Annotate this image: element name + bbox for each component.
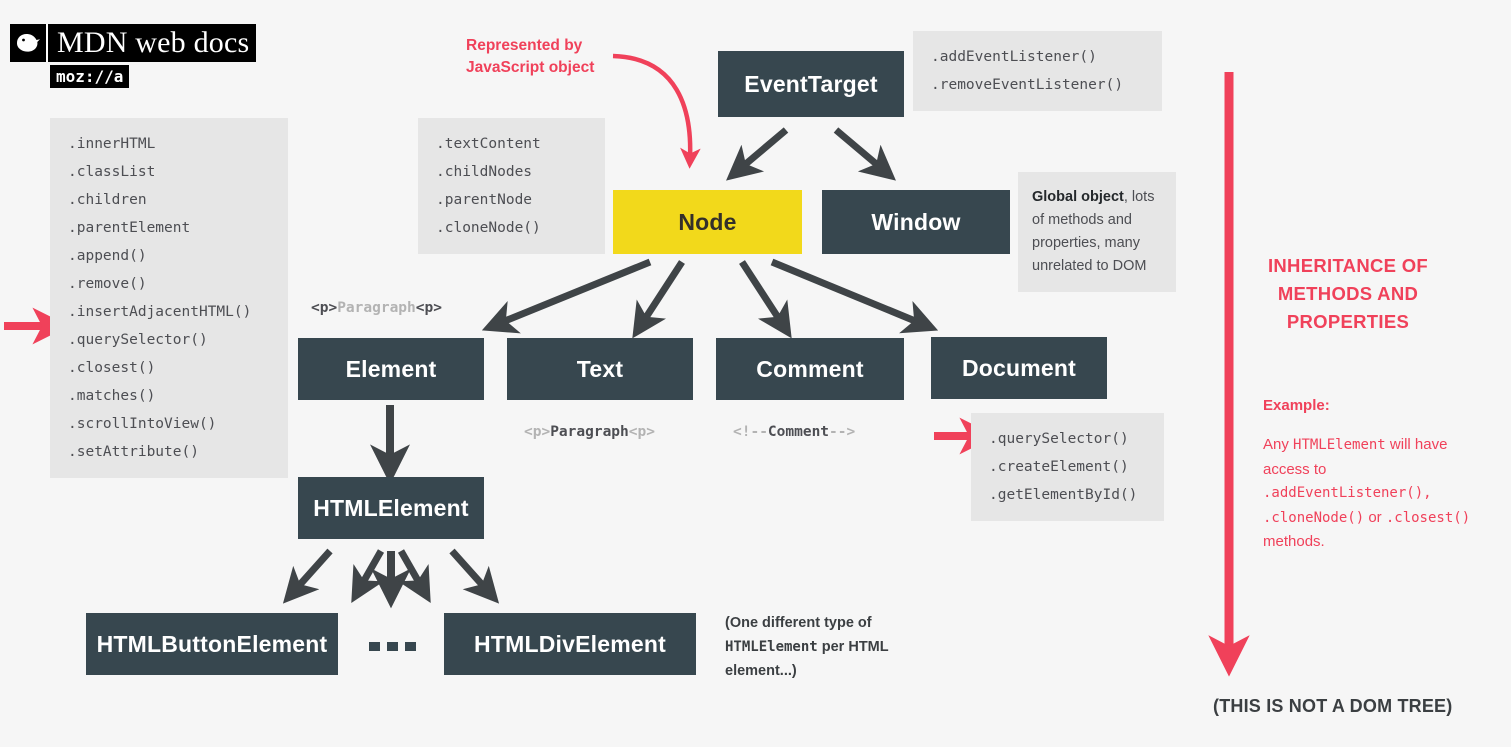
code-block-element-members: .innerHTML .classList .children .parentE… bbox=[50, 118, 288, 478]
class-label-window: Window bbox=[871, 208, 961, 235]
markup-open-tag: <!-- bbox=[733, 424, 768, 440]
class-label-htmlelement: HTMLElement bbox=[313, 494, 469, 521]
dinosaur-icon bbox=[10, 24, 48, 62]
arrow-htmlelement-to-button bbox=[282, 548, 333, 604]
code-line: .createElement() bbox=[989, 459, 1129, 475]
markup-close-tag: --> bbox=[829, 424, 856, 440]
example-class: HTMLElement bbox=[1293, 437, 1386, 453]
code-line: .matches() bbox=[68, 388, 156, 404]
class-box-text[interactable]: Text bbox=[507, 338, 693, 400]
code-line: .addEventListener() bbox=[931, 49, 1097, 65]
example-mid: will have access to bbox=[1263, 436, 1448, 478]
class-label-htmldivelement: HTMLDivElement bbox=[474, 630, 666, 657]
inheritance-heading-line2: METHODS AND bbox=[1277, 283, 1419, 304]
example-suffix: methods. bbox=[1263, 533, 1325, 550]
markup-word: Paragraph bbox=[550, 424, 629, 440]
code-line: .childNodes bbox=[436, 164, 533, 180]
class-label-element: Element bbox=[345, 355, 437, 382]
class-label-document: Document bbox=[961, 354, 1077, 381]
example-prefix: Any bbox=[1263, 436, 1294, 453]
class-box-document[interactable]: Document bbox=[931, 337, 1107, 399]
mdn-logo: MDN web docs moz://a bbox=[10, 24, 257, 88]
note-line1: (One different type of bbox=[725, 615, 872, 631]
class-box-htmldivelement[interactable]: HTMLDivElement bbox=[444, 613, 696, 675]
class-label-comment: Comment bbox=[756, 355, 864, 382]
markup-open-tag: <p> bbox=[524, 424, 551, 440]
code-line: .children bbox=[68, 192, 147, 208]
example-body: Any HTMLElement will have access to .add… bbox=[1263, 433, 1473, 554]
example-conjunction: or bbox=[1368, 508, 1386, 526]
class-box-eventtarget[interactable]: EventTarget bbox=[718, 51, 904, 117]
inheritance-heading: INHERITANCE OF METHODS AND PROPERTIES bbox=[1248, 252, 1448, 336]
markup-label-text: <p>Paragraph<p> bbox=[524, 424, 655, 440]
class-box-htmlbuttonelement[interactable]: HTMLButtonElement bbox=[86, 613, 338, 675]
code-line: .removeEventListener() bbox=[931, 77, 1124, 93]
ellipsis-indicator bbox=[369, 630, 419, 660]
example-method-1: .addEventListener(), bbox=[1263, 485, 1432, 501]
note-line3: HTML element...) bbox=[725, 639, 889, 679]
markup-open-tag: <p> bbox=[311, 300, 338, 316]
code-block-node-members: .textContent .childNodes .parentNode .cl… bbox=[418, 118, 605, 254]
code-line: .parentElement bbox=[68, 220, 191, 236]
footer-disclaimer: (THIS IS NOT A DOM TREE) bbox=[1213, 696, 1453, 716]
arrow-node-to-document bbox=[770, 258, 939, 334]
code-line-queryselector: .querySelector() bbox=[989, 431, 1129, 447]
class-box-htmlelement[interactable]: HTMLElement bbox=[298, 477, 484, 539]
arrow-htmlelement-fan-4 bbox=[397, 549, 431, 604]
code-line: .insertAdjacentHTML() bbox=[68, 304, 252, 320]
arrow-eventtarget-to-node bbox=[726, 127, 789, 181]
note-global-object-bold: Global object bbox=[1032, 189, 1124, 205]
arrow-node-to-text bbox=[632, 260, 685, 339]
arrow-node-to-element bbox=[481, 258, 652, 334]
code-line: .remove() bbox=[68, 276, 147, 292]
class-label-node: Node bbox=[678, 208, 737, 235]
example-label: Example: bbox=[1263, 397, 1330, 414]
note-line2: per bbox=[817, 639, 845, 655]
class-box-window[interactable]: Window bbox=[822, 190, 1010, 254]
arrow-node-to-comment bbox=[739, 260, 792, 339]
arrow-htmlelement-to-div bbox=[449, 548, 500, 604]
note-mono-htmlelement: HTMLElement bbox=[725, 639, 818, 655]
example-method-3: .closest() bbox=[1385, 509, 1471, 526]
code-line: .textContent bbox=[436, 136, 541, 152]
class-box-element[interactable]: Element bbox=[298, 338, 484, 400]
code-line: .innerHTML bbox=[68, 136, 156, 152]
code-line: .cloneNode() bbox=[436, 220, 541, 236]
example-method-2: .cloneNode() bbox=[1263, 509, 1365, 526]
code-line: .scrollIntoView() bbox=[68, 416, 217, 432]
code-block-document-members: .querySelector() .createElement() .getEl… bbox=[971, 413, 1164, 521]
class-box-comment[interactable]: Comment bbox=[716, 338, 904, 400]
code-line: .classList bbox=[68, 164, 156, 180]
annotation-represented-by-line2: JavaScript object bbox=[466, 59, 595, 76]
annotation-represented-by-line1: Represented by bbox=[466, 37, 583, 54]
note-one-different-type: (One different type of HTMLElement per H… bbox=[725, 611, 915, 683]
inheritance-heading-line1: INHERITANCE OF bbox=[1267, 255, 1429, 276]
code-line: .parentNode bbox=[436, 192, 533, 208]
class-box-node[interactable]: Node bbox=[613, 190, 802, 254]
markup-word: Comment bbox=[767, 424, 830, 440]
markup-close-tag: <p> bbox=[628, 424, 655, 440]
code-line: .closest() bbox=[68, 360, 156, 376]
code-line: .getElementById() bbox=[989, 487, 1138, 503]
class-label-text: Text bbox=[576, 355, 624, 382]
markup-word: Paragraph bbox=[337, 300, 416, 316]
mozilla-tag: moz://a bbox=[50, 65, 130, 88]
mdn-wordmark: MDN web docs bbox=[48, 24, 257, 62]
code-line-queryselector: .querySelector() bbox=[68, 332, 208, 348]
markup-close-tag: <p> bbox=[415, 300, 442, 316]
code-block-eventtarget-members: .addEventListener() .removeEventListener… bbox=[913, 31, 1162, 111]
class-label-eventtarget: EventTarget bbox=[744, 70, 878, 97]
markup-label-comment: <!--Comment--> bbox=[733, 424, 855, 440]
annotation-represented-by: Represented by JavaScript object bbox=[466, 35, 636, 79]
arrow-eventtarget-to-window bbox=[833, 127, 896, 181]
code-line: .append() bbox=[68, 248, 147, 264]
class-label-htmlbuttonelement: HTMLButtonElement bbox=[96, 630, 328, 657]
code-line: .setAttribute() bbox=[68, 444, 199, 460]
arrow-htmlelement-fan-2 bbox=[351, 549, 385, 604]
note-global-object-rest: , lots of methods and properties, many u… bbox=[1032, 189, 1155, 274]
inheritance-heading-line3: PROPERTIES bbox=[1286, 311, 1410, 332]
note-global-object: Global object, lots of methods and prope… bbox=[1018, 172, 1176, 292]
markup-label-element: <p>Paragraph<p> bbox=[311, 300, 442, 316]
